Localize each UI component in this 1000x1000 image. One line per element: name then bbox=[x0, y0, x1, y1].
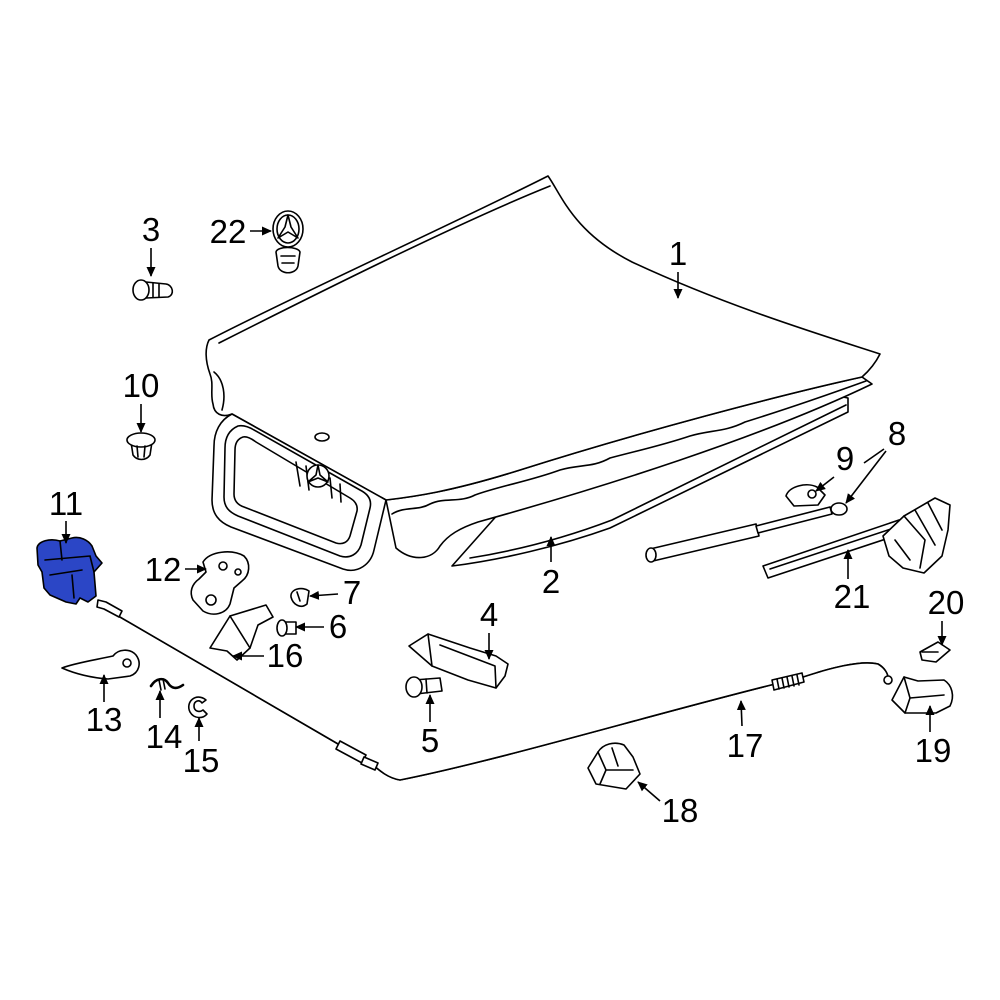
callout-7: 7 bbox=[343, 574, 361, 611]
callout-14: 14 bbox=[146, 718, 183, 755]
callout-arrow-17 bbox=[736, 700, 746, 727]
callout-11: 11 bbox=[49, 485, 83, 522]
part-18-cable-guide bbox=[587, 742, 641, 790]
part-21-hinge bbox=[762, 497, 951, 579]
callout-17: 17 bbox=[727, 727, 764, 764]
callout-1: 1 bbox=[669, 235, 687, 272]
hood-emblem-hole bbox=[314, 432, 330, 442]
callout-arrow-9 bbox=[815, 476, 835, 492]
part-6-push-pin bbox=[276, 619, 297, 637]
part-19-release-handle bbox=[891, 676, 954, 714]
callout-arrow-18 bbox=[637, 781, 661, 802]
part-15-retainer-clip bbox=[188, 696, 208, 719]
callout-18: 18 bbox=[662, 792, 699, 829]
callout-15: 15 bbox=[183, 742, 220, 779]
callout-3: 3 bbox=[142, 211, 160, 248]
callout-arrow-8 bbox=[845, 450, 887, 504]
callout-8: 8 bbox=[888, 415, 906, 452]
callout-20: 20 bbox=[928, 584, 965, 621]
callout-16: 16 bbox=[267, 637, 304, 674]
part-10-clip bbox=[126, 432, 156, 461]
callout-10: 10 bbox=[123, 367, 160, 404]
callout-4: 4 bbox=[480, 596, 498, 633]
part-1-hood bbox=[205, 175, 881, 571]
callout-2: 2 bbox=[542, 563, 560, 600]
part-8-support-strut bbox=[645, 502, 848, 563]
part-22-star-emblem bbox=[272, 210, 304, 274]
part-17-release-cable bbox=[96, 599, 893, 781]
callout-labels: 1 2 3 4 5 6 7 8 9 10 11 12 13 14 15 16 1… bbox=[49, 211, 964, 829]
callout-arrow-7 bbox=[309, 590, 339, 600]
part-3-push-clip bbox=[132, 279, 174, 301]
part-5-bumper-stop bbox=[405, 676, 443, 698]
callout-12: 12 bbox=[145, 551, 182, 588]
part-11-hood-latch bbox=[36, 536, 103, 605]
part-20-clip bbox=[919, 641, 951, 663]
part-7-clip bbox=[290, 587, 310, 607]
callout-19: 19 bbox=[915, 732, 952, 769]
callout-9: 9 bbox=[836, 440, 854, 477]
callout-13: 13 bbox=[86, 701, 123, 738]
callout-5: 5 bbox=[421, 722, 439, 759]
callout-bracket-8 bbox=[863, 448, 885, 464]
part-4-bracket bbox=[408, 633, 509, 689]
callout-22: 22 bbox=[210, 213, 247, 250]
part-14-spring bbox=[149, 677, 185, 691]
part-12-bracket bbox=[190, 551, 250, 615]
callout-arrows bbox=[61, 226, 947, 802]
hood-latch-body bbox=[36, 536, 103, 605]
part-16-bracket bbox=[209, 604, 274, 661]
callout-6: 6 bbox=[329, 608, 347, 645]
part-13-safety-catch bbox=[61, 649, 140, 680]
callout-21: 21 bbox=[834, 578, 871, 615]
